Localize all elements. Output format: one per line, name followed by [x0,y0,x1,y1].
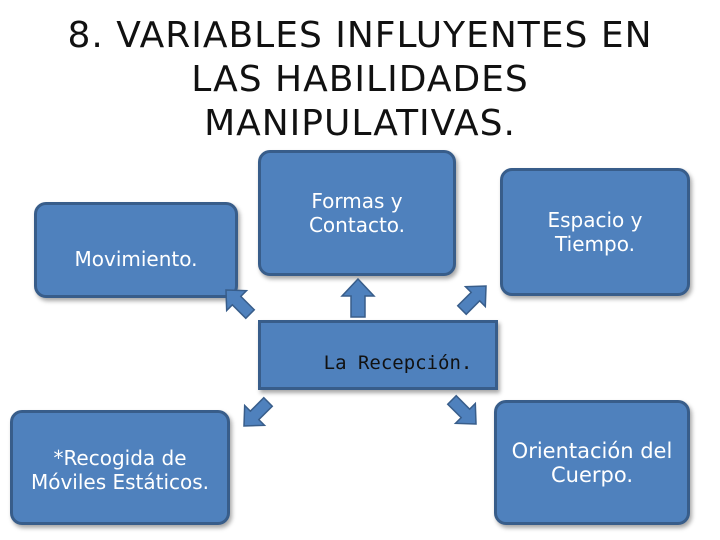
node-la-recepcion-label: La Recepción. [323,352,473,374]
title-line-1: 8. VARIABLES INFLUYENTES EN [67,15,653,56]
page-title: 8. VARIABLES INFLUYENTES EN LAS HABILIDA… [20,14,700,146]
arrow-down-right-icon [444,392,484,432]
node-orientacion-label: Orientación del Cuerpo. [511,438,673,487]
arrow-up-right-icon [454,278,494,318]
node-recogida: *Recogida de Móviles Estáticos. [10,410,230,525]
node-formas-contacto-label: Formas y Contacto. [308,189,406,237]
node-orientacion: Orientación del Cuerpo. [494,400,690,525]
node-espacio-tiempo: Espacio y Tiempo. [500,168,690,296]
title-line-2: LAS HABILIDADES [191,59,529,100]
arrow-up-icon [338,276,378,320]
title-line-3: MANIPULATIVAS. [204,103,516,144]
node-la-recepcion: La Recepción. [258,320,498,390]
node-espacio-tiempo-label: Espacio y Tiempo. [547,208,643,256]
node-movimiento-label: Movimiento. [74,247,198,271]
node-recogida-label: *Recogida de Móviles Estáticos. [30,446,210,494]
node-movimiento: Movimiento. [34,202,238,298]
arrow-up-left-icon [218,282,258,322]
node-formas-contacto: Formas y Contacto. [258,150,456,276]
arrow-down-left-icon [236,394,276,434]
